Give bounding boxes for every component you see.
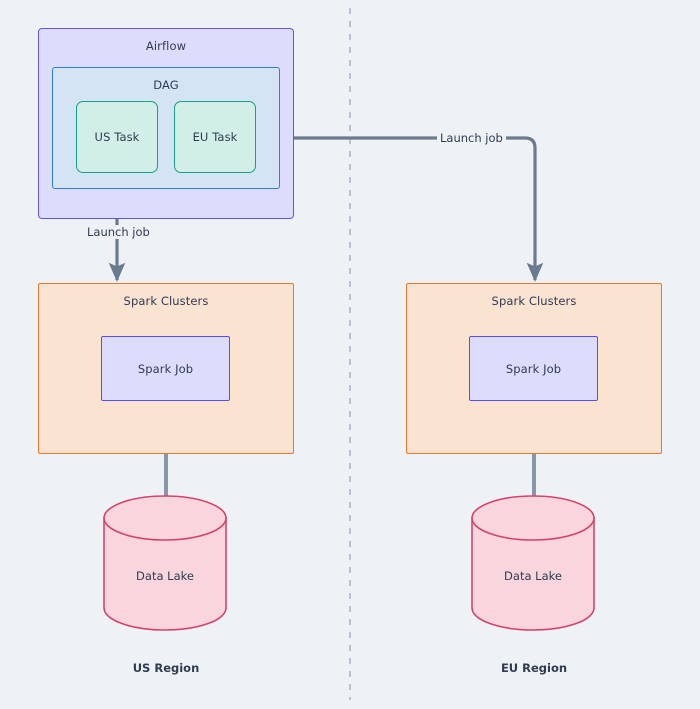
us-spark-job-label: Spark Job <box>137 361 194 376</box>
eu-task-label: EU Task <box>192 130 238 144</box>
us-task-node[interactable]: US Task <box>76 101 158 173</box>
us-spark-job-node[interactable]: Spark Job <box>101 336 230 401</box>
eu-region-caption: EU Region <box>500 661 568 675</box>
eu-spark-clusters-title: Spark Clusters <box>491 294 577 308</box>
us-data-lake-label: Data Lake <box>136 569 194 583</box>
airflow-title: Airflow <box>145 39 187 53</box>
us-task-label: US Task <box>94 130 140 144</box>
edge-eu-launch-job-right <box>498 136 544 282</box>
eu-task-node[interactable]: EU Task <box>174 101 256 173</box>
eu-data-lake-cylinder <box>471 495 595 631</box>
us-spark-clusters-title: Spark Clusters <box>123 294 209 308</box>
eu-data-lake-label: Data Lake <box>504 569 562 583</box>
eu-spark-job-node[interactable]: Spark Job <box>469 336 598 401</box>
eu-launch-job-edge-label: Launch job <box>437 131 506 145</box>
us-data-lake-cylinder <box>103 495 227 631</box>
us-region-caption: US Region <box>132 661 200 675</box>
dag-title: DAG <box>153 78 179 92</box>
eu-spark-job-label: Spark Job <box>505 361 562 376</box>
us-launch-job-edge-label: Launch job <box>84 225 153 239</box>
